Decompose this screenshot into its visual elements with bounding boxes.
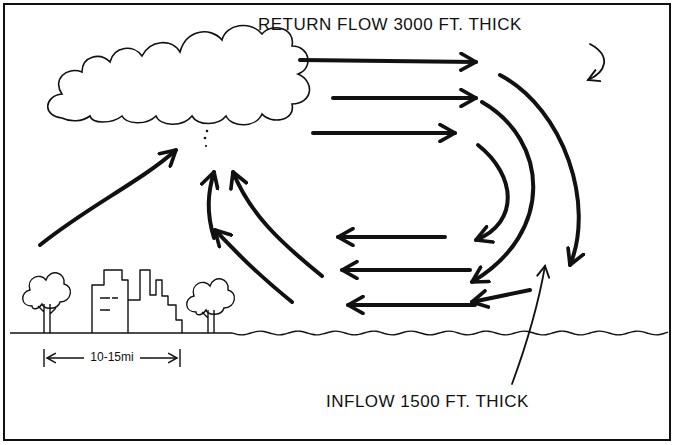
dimension-line	[44, 349, 180, 367]
water-surface	[232, 331, 668, 335]
frame	[4, 4, 670, 440]
city-buildings	[92, 270, 182, 333]
tree	[23, 273, 71, 333]
flow-label: RETURN FLOW 3000 FT. THICK	[258, 16, 522, 35]
air-flow-arrows	[40, 60, 579, 305]
rain-dots	[204, 130, 209, 147]
flow-label: INFLOW 1500 FT. THICK	[326, 393, 529, 412]
dimension-label: 10-15mi	[88, 351, 135, 364]
cloud	[48, 25, 310, 124]
tree	[187, 279, 235, 333]
